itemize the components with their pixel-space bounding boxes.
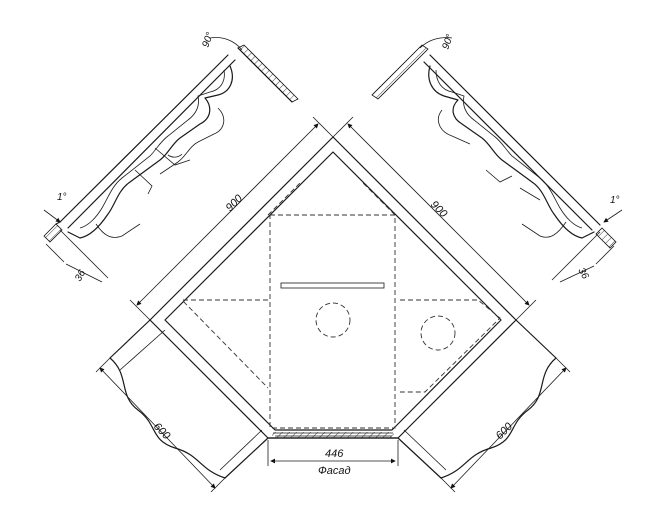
right-tilt-arrow (603, 209, 623, 223)
right-hinge-angle-label: 90° (440, 33, 456, 51)
right-offset-label: 36 (575, 266, 590, 282)
corner-cabinet-plan (149, 136, 517, 439)
drain-right-icon (420, 315, 456, 351)
left-hinge-angle-label: 90° (200, 31, 216, 49)
drain-center-icon (315, 302, 351, 338)
left-tilt-arrow (43, 209, 61, 223)
right-hinge-angle-arc (419, 37, 453, 49)
sink-top-view (180, 182, 501, 429)
dimension-front-446-label: 446 (325, 448, 344, 460)
right-tilt-angle-label: 1° (610, 195, 620, 206)
left-tilt-angle-label: 1° (57, 192, 67, 203)
dimension-right-900-label: 900 (428, 199, 450, 221)
dimension-left-600-label: 600 (151, 421, 173, 443)
right-section-view (371, 44, 617, 283)
dimension-right-600 (440, 357, 571, 493)
facade-label: Фасад (318, 465, 351, 477)
dimension-front-446 (267, 440, 399, 466)
dimension-left-600 (95, 357, 226, 493)
left-hinge-angle-arc (209, 37, 243, 51)
dimension-left-900 (129, 116, 334, 321)
left-offset-label: 36 (73, 268, 88, 284)
dimension-left-900-label: 900 (224, 192, 246, 214)
left-section-view (43, 44, 299, 283)
dimension-right-900 (332, 116, 537, 321)
